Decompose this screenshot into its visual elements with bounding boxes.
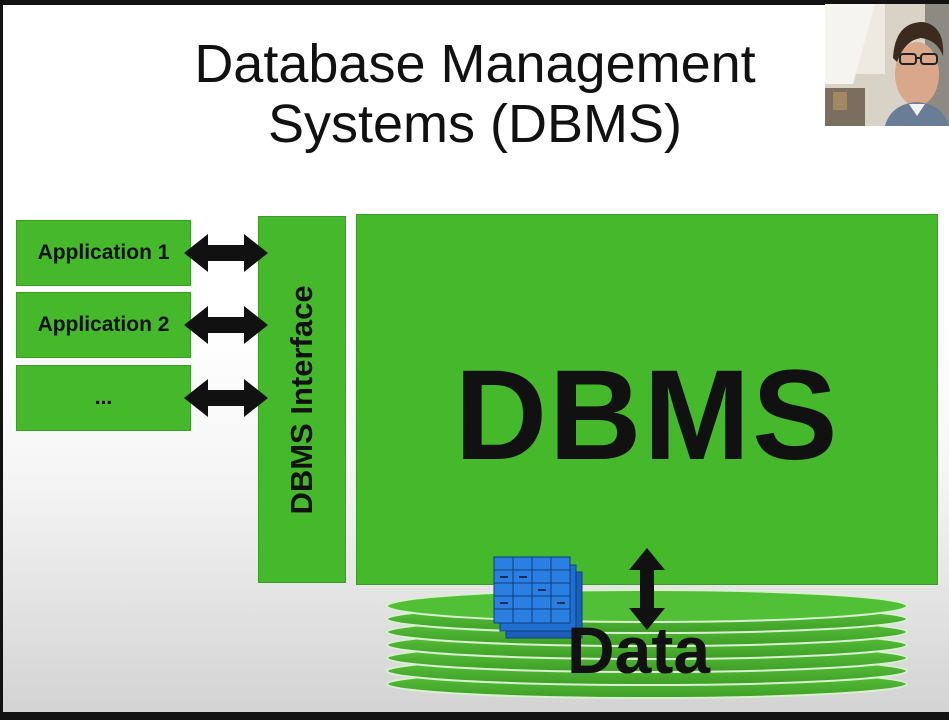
slide-title: Database Management Systems (DBMS) bbox=[110, 34, 840, 154]
video-frame-border bbox=[0, 0, 949, 5]
title-line-1: Database Management bbox=[194, 34, 756, 94]
application-label: ... bbox=[94, 386, 113, 409]
dbms-box: DBMS bbox=[356, 214, 938, 585]
video-frame-border bbox=[0, 0, 3, 720]
presenter-video-icon bbox=[825, 4, 949, 126]
application-label: Application 2 bbox=[37, 313, 170, 336]
double-arrow-icon bbox=[184, 379, 268, 417]
application-box-more: ... bbox=[16, 365, 191, 431]
vertical-arrow-icon bbox=[629, 548, 665, 630]
application-label: Application 1 bbox=[37, 241, 170, 264]
data-label: Data bbox=[567, 613, 711, 687]
table-stack-icon bbox=[493, 556, 583, 639]
double-arrow-icon bbox=[184, 234, 268, 272]
webcam-video bbox=[825, 4, 949, 126]
dbms-label: DBMS bbox=[454, 344, 840, 487]
title-line-2: Systems (DBMS) bbox=[267, 94, 683, 154]
video-frame-border bbox=[0, 712, 949, 720]
double-arrow-icon bbox=[184, 306, 268, 344]
application-box-2: Application 2 bbox=[16, 292, 191, 358]
